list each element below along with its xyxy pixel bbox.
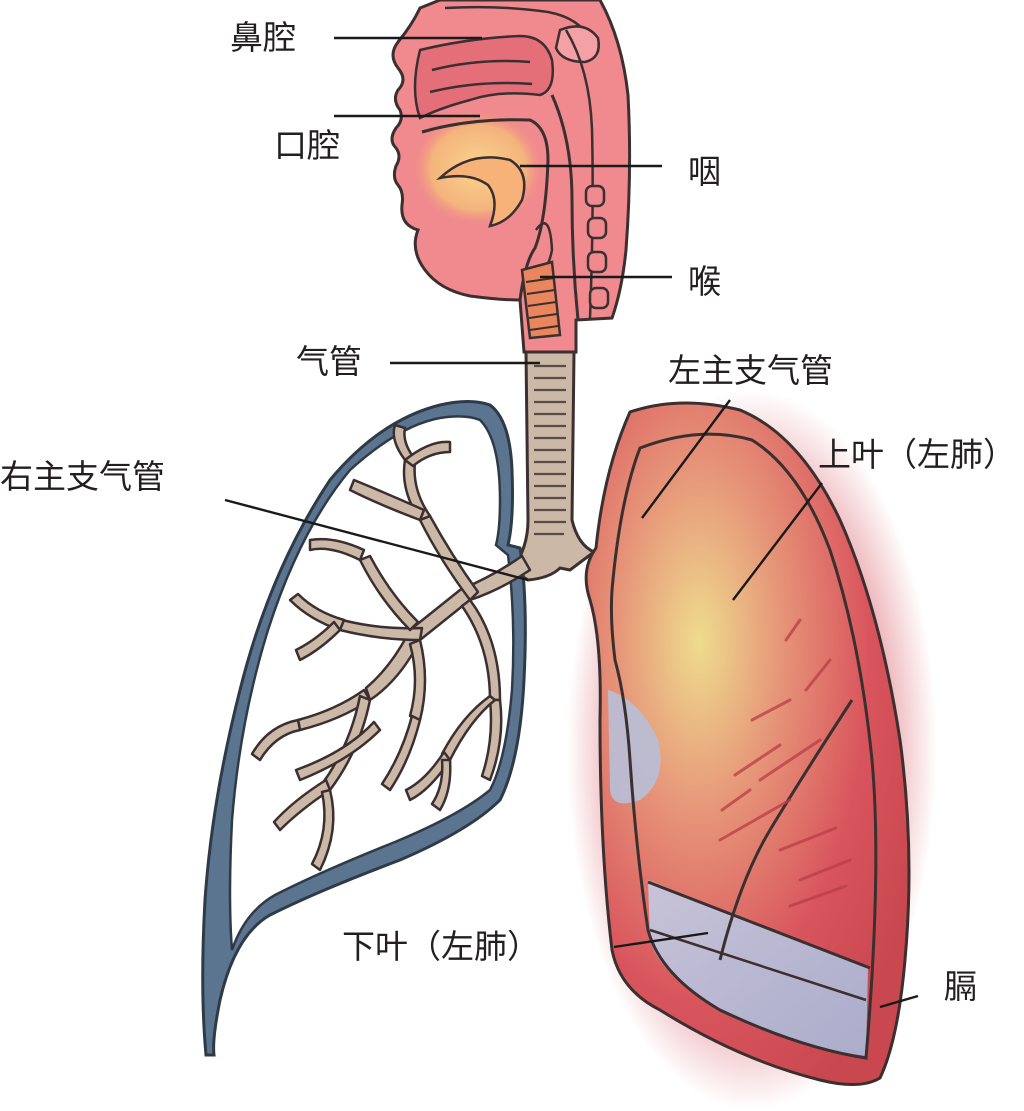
cardiac-notch xyxy=(608,690,661,804)
label-right-main-bronchus: 右主支气管 xyxy=(0,457,165,496)
label-pharynx: 咽 xyxy=(688,152,721,191)
label-diaphragm: 膈 xyxy=(944,967,977,1006)
left-lung-inner-outline xyxy=(609,432,878,1060)
label-left-main-bronchus: 左主支气管 xyxy=(668,351,833,390)
label-lower-lobe-left: 下叶（左肺） xyxy=(342,927,540,966)
label-upper-lobe-left: 上叶（左肺） xyxy=(818,435,1016,474)
right-lung xyxy=(201,400,532,1057)
pharynx-wall xyxy=(550,94,580,321)
sinus-pocket xyxy=(554,25,600,64)
leader-right-main-bronchus xyxy=(224,498,529,582)
lung-texture xyxy=(718,618,852,908)
vertebrae xyxy=(584,184,610,310)
trachea xyxy=(509,350,597,582)
oblique-fissure xyxy=(718,699,854,961)
nasal-passage xyxy=(413,34,554,120)
lower-lobe-boundary xyxy=(649,928,867,1002)
head-section xyxy=(390,0,632,354)
lower-lobe-region xyxy=(648,880,868,1056)
tongue xyxy=(435,156,526,228)
lower-lobe-boundary xyxy=(647,880,871,970)
leader-upper-lobe xyxy=(732,482,823,601)
left-lung xyxy=(567,390,937,1110)
nasal-concha xyxy=(431,59,531,72)
leader-lines xyxy=(224,36,919,1009)
label-nasal-cavity: 鼻腔 xyxy=(230,18,296,57)
label-larynx: 喉 xyxy=(688,262,721,301)
larynx-rings xyxy=(525,277,559,331)
label-trachea: 气管 xyxy=(296,342,362,381)
leader-diaphragm xyxy=(879,994,919,1009)
pharynx-curve xyxy=(421,118,550,301)
leader-lower-lobe xyxy=(613,931,709,949)
labels: 鼻腔 口腔 咽 喉 气管 左主支气管 右主支气管 上叶（左肺） 下叶（左肺） 膈 xyxy=(0,18,1016,1006)
leader-left-main-bronchus xyxy=(641,399,731,519)
label-oral-cavity: 口腔 xyxy=(274,126,340,165)
trachea-rings xyxy=(534,364,566,536)
nasal-concha xyxy=(429,81,533,94)
bronchial-tree xyxy=(250,423,532,872)
